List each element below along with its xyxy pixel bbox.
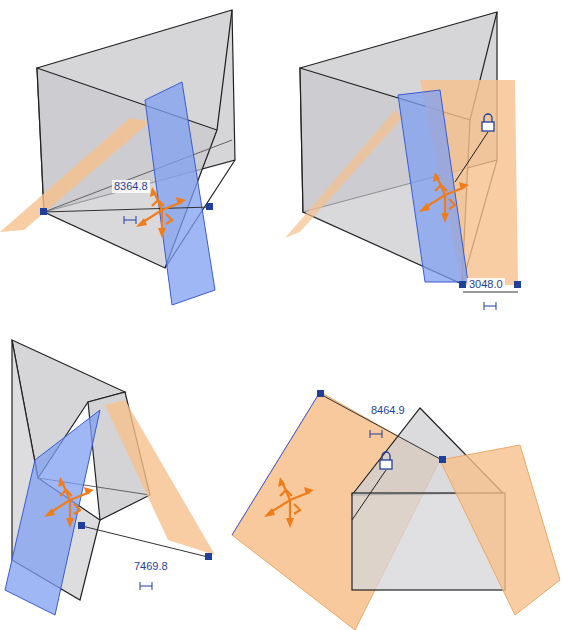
dimension-label: 7469.8: [132, 560, 170, 573]
view-top-right: [285, 12, 521, 310]
view-bottom-left: [5, 340, 215, 615]
view-bottom-right: [232, 390, 560, 630]
dimension-label: 8364.8: [112, 180, 150, 193]
view-top-left: [0, 10, 235, 305]
dimension-label: 3048.0: [467, 278, 505, 291]
dimension-label: 8464.9: [369, 404, 407, 417]
